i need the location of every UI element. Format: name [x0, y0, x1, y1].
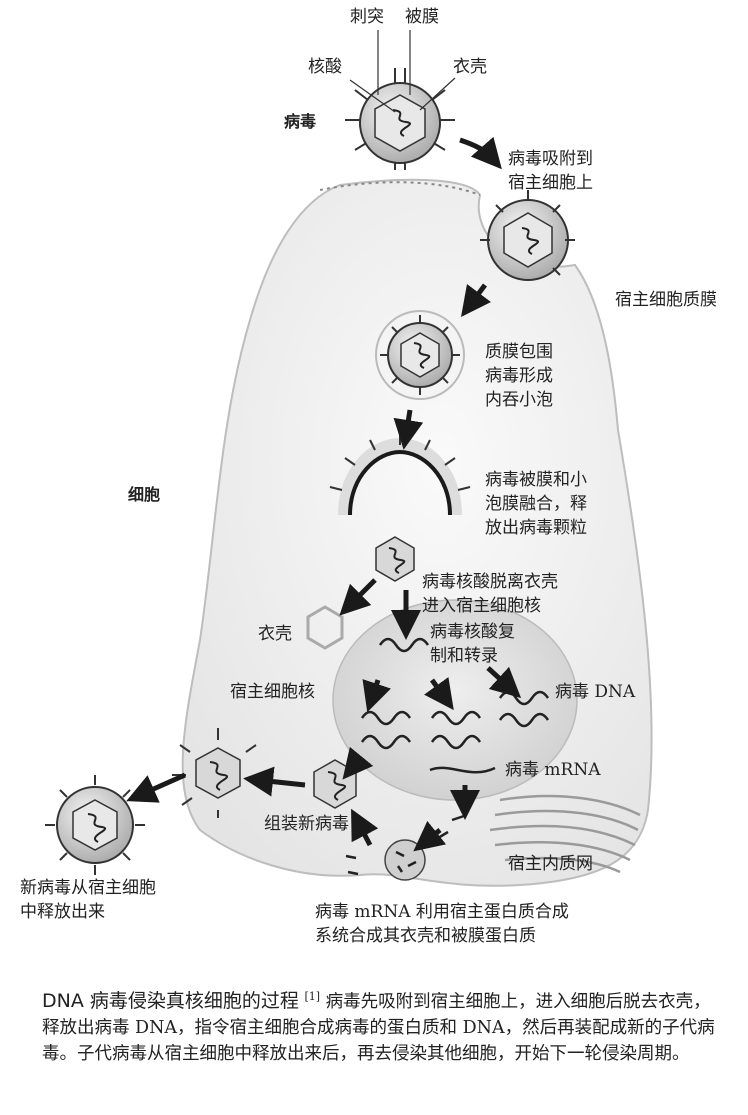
infection-diagram: 刺突 被膜 核酸 衣壳 病毒 病毒吸附到 宿主细胞上 宿主细胞质膜 质膜包围 病… — [20, 7, 717, 946]
label-envelope: 被膜 — [405, 7, 439, 27]
attaching-virus — [480, 190, 575, 281]
label-virus: 病毒 — [284, 112, 317, 131]
label-protein-synthesis: 病毒 mRNA 利用宿主蛋白质合成 系统合成其衣壳和被膜蛋白质 — [315, 902, 569, 946]
discarded-capsid — [306, 605, 344, 650]
label-cell: 细胞 — [128, 485, 161, 504]
caption-title: DNA 病毒侵染真核细胞的过程 — [42, 989, 299, 1012]
process-arrows — [126, 136, 522, 852]
budding-virus — [172, 728, 257, 818]
caption-body: 病毒先吸附到宿主细胞上，进入细胞后脱去衣壳，释放出病毒 DNA，指令宿主细胞合成… — [42, 991, 715, 1064]
label-step-uncoating: 病毒核酸脱离衣壳 进入宿主细胞核 — [422, 572, 558, 616]
caption-reference: [1] — [304, 990, 321, 1003]
label-host-nucleus: 宿主细胞核 — [230, 682, 315, 702]
label-viral-mrna: 病毒 mRNA — [505, 760, 601, 780]
label-capsid: 衣壳 — [453, 57, 487, 77]
label-nucleic-acid: 核酸 — [308, 57, 342, 77]
figure-caption: DNA 病毒侵染真核细胞的过程 [1] 病毒先吸附到宿主细胞上，进入细胞后脱去衣… — [42, 984, 722, 1067]
label-spike: 刺突 — [350, 7, 384, 27]
label-step-replication: 病毒核酸复 制和转录 — [430, 622, 515, 666]
endocytic-vesicle — [375, 310, 465, 400]
label-step-attach: 病毒吸附到 宿主细胞上 — [508, 149, 593, 193]
diagram-graphics — [45, 30, 653, 887]
label-step-endocytosis: 质膜包围 病毒形成 内吞小泡 — [485, 342, 553, 410]
label-step-fusion: 病毒被膜和小 泡膜融合，释 放出病毒颗粒 — [485, 470, 587, 538]
viral-particle — [375, 536, 415, 582]
viral-mrna-strand — [429, 766, 496, 774]
endoplasmic-reticulum — [489, 794, 641, 874]
label-assemble: 组装新病毒 — [264, 814, 349, 834]
label-host-membrane: 宿主细胞质膜 — [615, 290, 717, 310]
label-release: 新病毒从宿主细胞 中释放出来 — [20, 878, 156, 922]
label-viral-dna: 病毒 DNA — [555, 682, 636, 702]
free-virus — [345, 30, 456, 170]
released-virus — [45, 775, 145, 875]
label-er: 宿主内质网 — [508, 854, 593, 874]
label-discarded-capsid: 衣壳 — [258, 624, 292, 644]
